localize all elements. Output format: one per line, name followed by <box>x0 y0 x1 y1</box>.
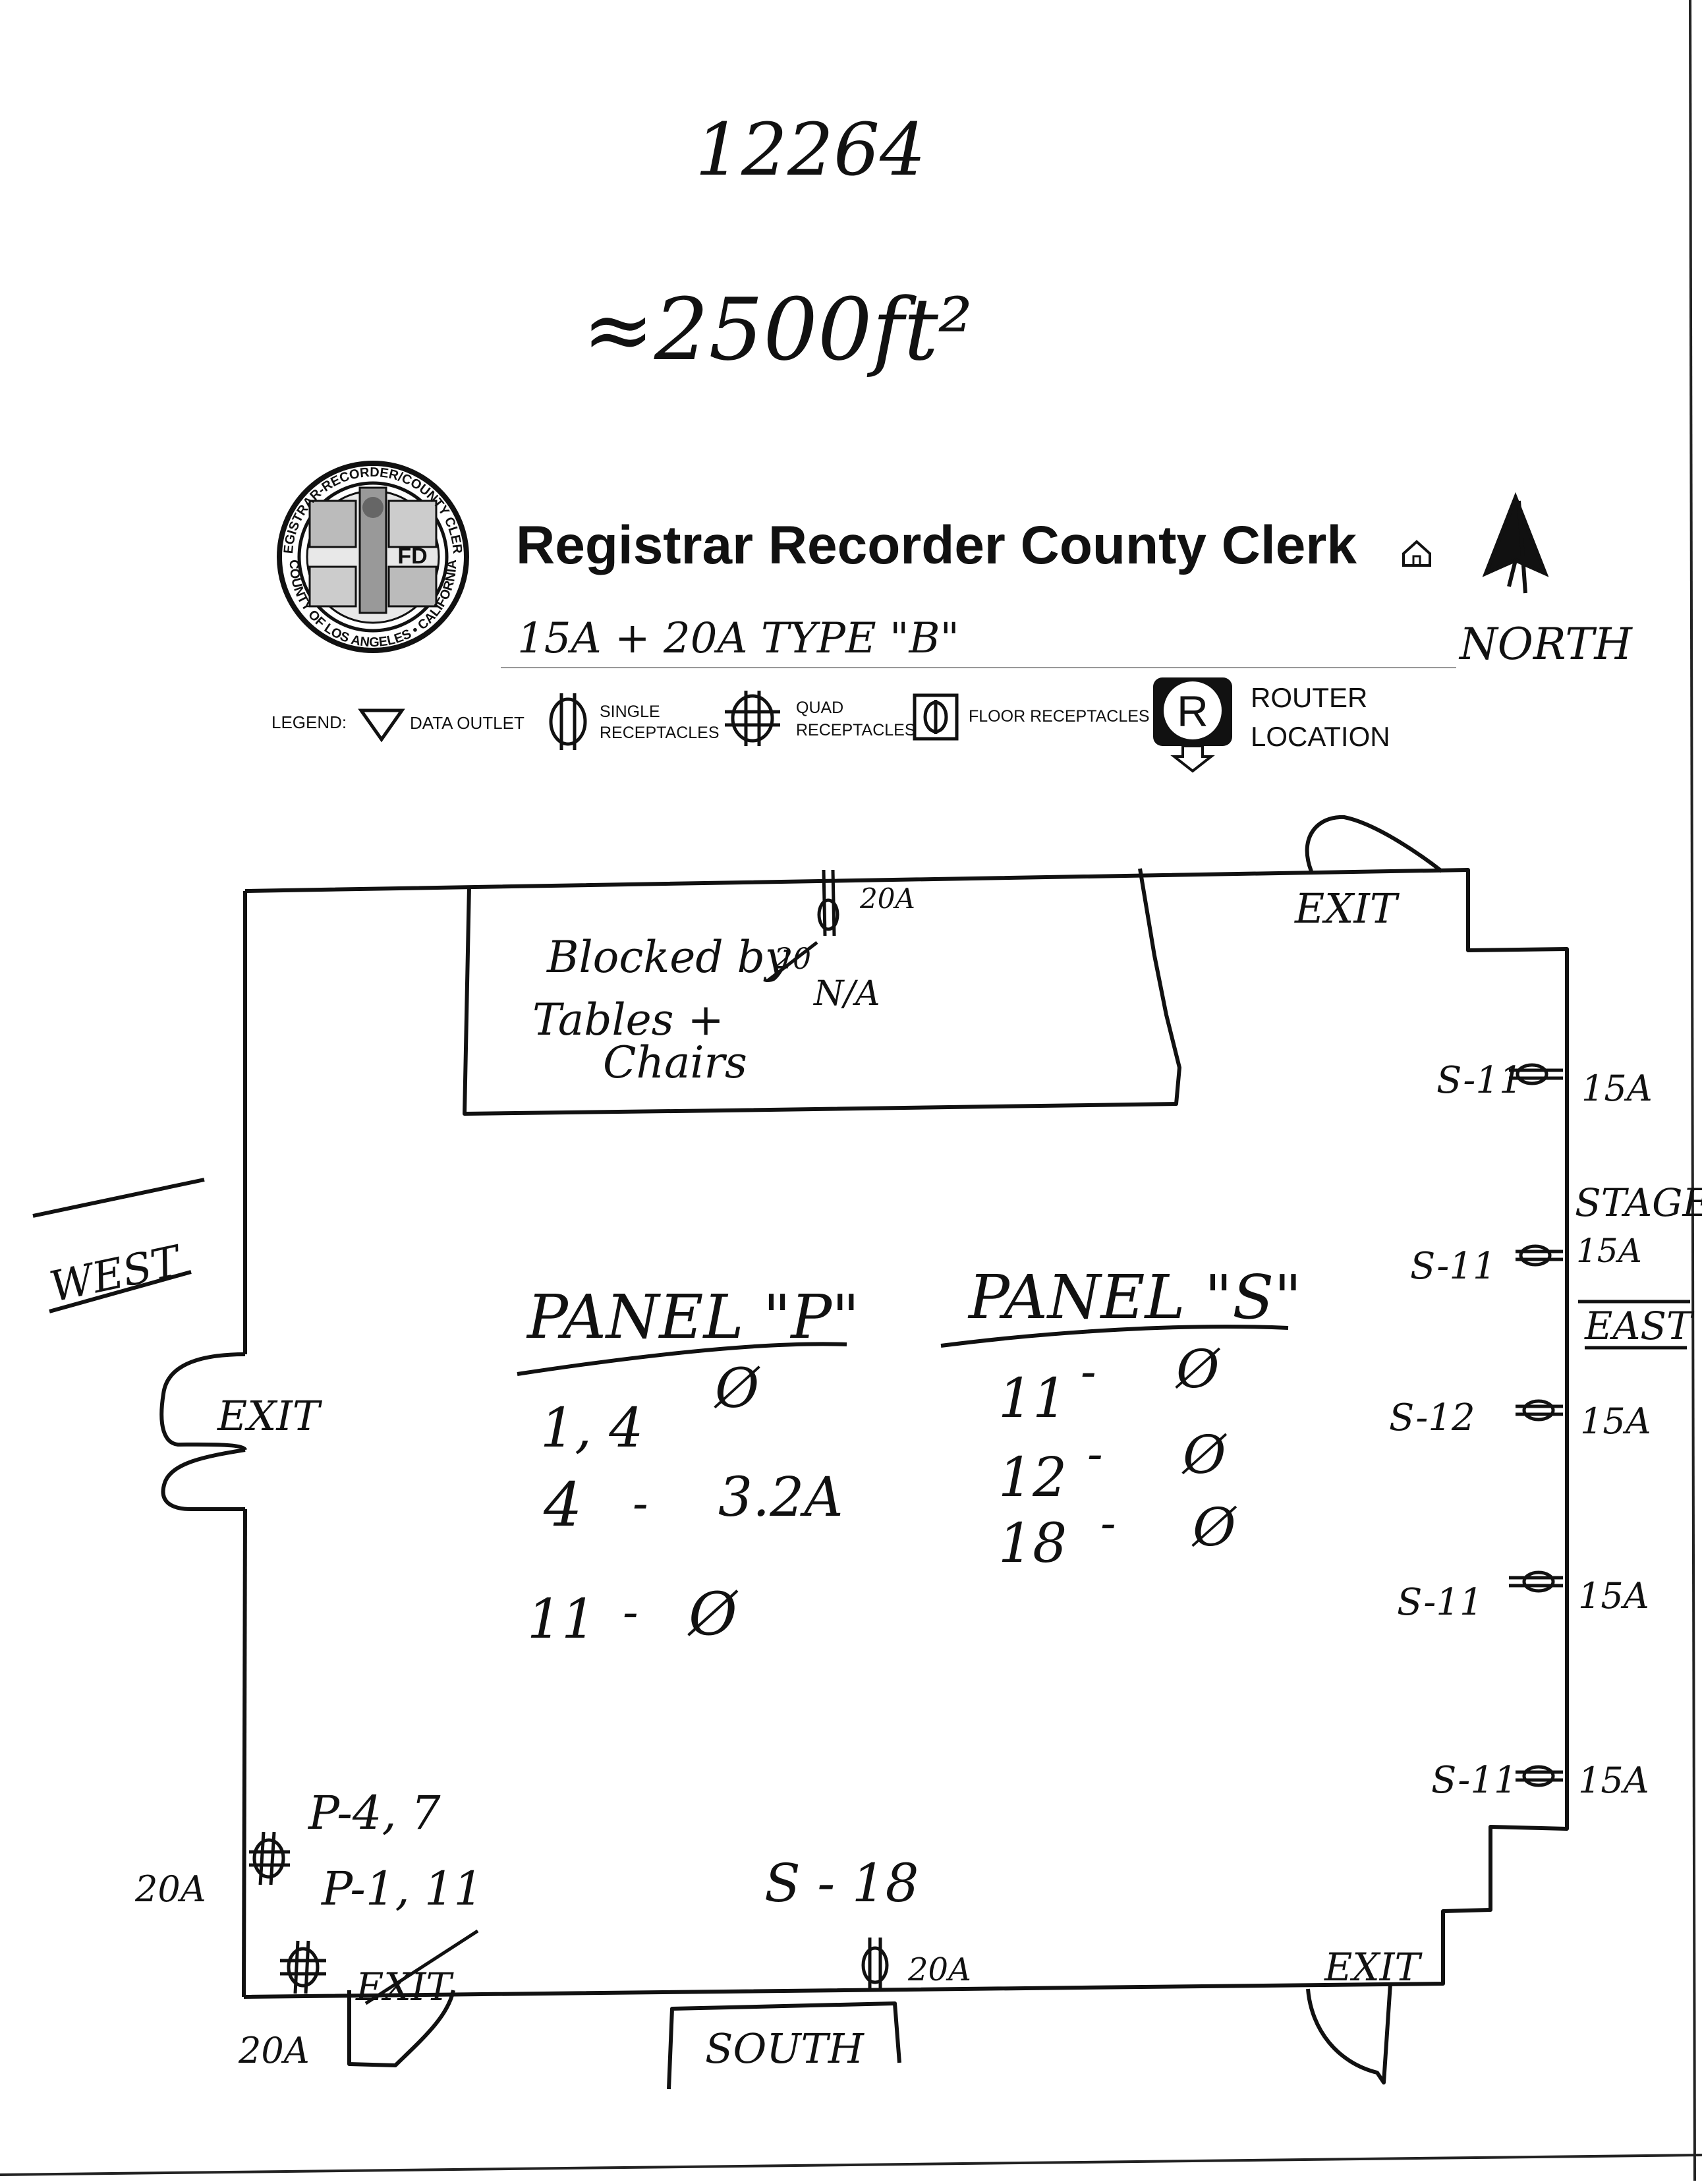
east-outlet-2: S-11 15A <box>1410 1232 1642 1288</box>
south-label: SOUTH <box>705 2025 865 2073</box>
single-receptacle-icon <box>1516 1244 1563 1267</box>
exit-label-northeast: EXIT <box>1294 884 1400 933</box>
panel-s-row3-circuit: 18 <box>998 1512 1067 1575</box>
south-outlet-circuit: S - 18 <box>764 1853 919 1914</box>
east-label: EAST <box>1584 1304 1695 1348</box>
panel-s-row2-value: Ø <box>1181 1424 1228 1485</box>
east-outlet-3-amps: 15A <box>1580 1400 1651 1442</box>
legend-data-outlet: DATA OUTLET <box>410 713 525 733</box>
id-number: 12264 <box>695 107 926 192</box>
sw-p-top: P-4, 7 <box>307 1786 441 1840</box>
svg-text:FD: FD <box>397 544 427 569</box>
router-line2: LOCATION <box>1251 721 1390 752</box>
quad-receptacle-icon <box>725 691 780 746</box>
legend-label: LEGEND: <box>271 712 347 732</box>
county-seal-logo: FD REGISTRAR-RECORDER/COUNTY CLERK COUNT… <box>0 0 469 653</box>
north-arrow-icon <box>1482 492 1549 594</box>
panel-p-row2-value: 3.2A <box>718 1466 843 1529</box>
east-outlet-2-amps: 15A <box>1576 1232 1642 1270</box>
west-underline-top <box>32 1178 205 1218</box>
exit-label-southeast: EXIT <box>1324 1945 1423 1990</box>
panel-s-row3-value: Ø <box>1191 1497 1237 1558</box>
single-receptacle-icon <box>1509 1063 1563 1085</box>
east-outlet-4: S-11 15A <box>1397 1570 1649 1624</box>
west-underline-bottom <box>49 1270 192 1313</box>
east-outlet-5: S-11 15A <box>1431 1759 1649 1802</box>
svg-text:R: R <box>1177 687 1208 735</box>
north-single-receptacle-icon <box>817 869 839 936</box>
sw-quad-receptacle-icon-lower <box>280 1940 326 1994</box>
panel-p-row1-circuit: 1, 4 <box>540 1397 643 1460</box>
sw-amps-upper: 20A <box>134 1868 206 1910</box>
panel-p-row3-circuit: 11 <box>527 1588 596 1651</box>
sw-quad-receptacle-icon <box>249 1831 290 1885</box>
panel-s-underline <box>940 1325 1289 1348</box>
legend-single-line1: SINGLE <box>600 703 660 721</box>
east-outlet-3-circuit: S-12 <box>1389 1396 1475 1439</box>
east-outlet-4-amps: 15A <box>1578 1575 1649 1617</box>
blocked-note-line3: Chairs <box>603 1037 747 1088</box>
svg-text:REGISTRAR-RECORDER/COUNTY CLER: REGISTRAR-RECORDER/COUNTY CLERK <box>0 0 465 555</box>
blocked-note-na: N/A <box>812 974 880 1014</box>
panel-s-row1-value: Ø <box>1175 1338 1221 1400</box>
sw-amps-lower: 20A <box>238 2030 310 2071</box>
panel-p-row2-circuit: 4 <box>543 1470 582 1540</box>
west-label: WEST <box>45 1236 186 1312</box>
router-icon: R <box>1153 677 1232 773</box>
east-outlet-5-amps: 15A <box>1578 1760 1649 1801</box>
sheet-bottom-edge <box>0 2154 1702 2176</box>
legend-quad-line1: QUAD <box>796 699 843 717</box>
panel-s-row2-circuit: 12 <box>998 1447 1067 1509</box>
exit-label-southwest: EXIT <box>355 1965 455 2009</box>
east-outlet-4-circuit: S-11 <box>1397 1581 1483 1624</box>
east-outlet-1: S-11 15A <box>1436 1059 1653 1109</box>
east-outlet-1-amps: 15A <box>1581 1068 1653 1109</box>
exit-southwest-strike <box>364 1929 479 2005</box>
panel-s-title: PANEL "S" <box>967 1262 1302 1333</box>
panel-p-title: PANEL "P" <box>526 1282 859 1352</box>
south-outlet-amps: 20A <box>907 1951 971 1988</box>
room-outline <box>159 815 1569 2090</box>
panel-p-row3-dash: - <box>623 1585 638 1639</box>
panel-s-row2-dash: - <box>1087 1427 1103 1481</box>
data-outlet-icon <box>358 708 405 743</box>
single-receptacle-icon <box>1509 1570 1563 1593</box>
legend-single-line2: RECEPTACLES <box>600 724 720 742</box>
sw-p-bottom: P-1, 11 <box>320 1862 483 1916</box>
stage-label: STAGE <box>1575 1180 1702 1225</box>
panel-p-underline <box>517 1342 847 1376</box>
east-outlet-1-circuit: S-11 <box>1436 1059 1523 1102</box>
floor-receptacle-icon <box>913 693 959 741</box>
page-title: Registrar Recorder County Clerk <box>516 515 1357 575</box>
circuit-note: 15A + 20A TYPE "B" <box>517 614 959 663</box>
single-receptacle-icon <box>1516 1399 1563 1422</box>
legend: LEGEND: DATA OUTLET SINGLE RECEPTACLES Q… <box>271 677 1390 773</box>
area-note: ≈2500ft² <box>582 279 973 380</box>
single-receptacle-icon <box>1516 1765 1563 1787</box>
panel-p-row2-dash: - <box>633 1476 648 1530</box>
single-receptacle-icon <box>549 693 587 750</box>
sheet-right-edge <box>1689 0 1696 2181</box>
blocked-note-line1: Blocked by <box>546 932 790 983</box>
south-single-receptacle-icon <box>861 1938 889 1992</box>
blocked-note-line2: Tables + <box>532 994 724 1045</box>
legend-floor: FLOOR RECEPTACLES <box>969 707 1150 726</box>
router-line1: ROUTER <box>1251 682 1367 713</box>
exit-label-west: EXIT <box>217 1392 323 1440</box>
legend-quad-line2: RECEPTACLES <box>796 721 916 739</box>
panel-p-row3-value: Ø <box>687 1580 739 1649</box>
east-outlet-3: S-12 15A <box>1389 1396 1651 1442</box>
east-outlet-2-circuit: S-11 <box>1410 1245 1496 1288</box>
north-label: NORTH <box>1458 619 1633 670</box>
blocked-strike <box>766 941 818 982</box>
panel-s-row1-dash: - <box>1081 1344 1096 1398</box>
panel-s-row3-dash: - <box>1100 1496 1116 1550</box>
home-icon <box>1402 540 1431 567</box>
blocked-note-amps: 20A <box>859 882 915 915</box>
east-outlet-5-circuit: S-11 <box>1431 1759 1518 1802</box>
panel-p-row1-value: Ø <box>714 1358 760 1420</box>
panel-s-row1-circuit: 11 <box>998 1367 1067 1430</box>
